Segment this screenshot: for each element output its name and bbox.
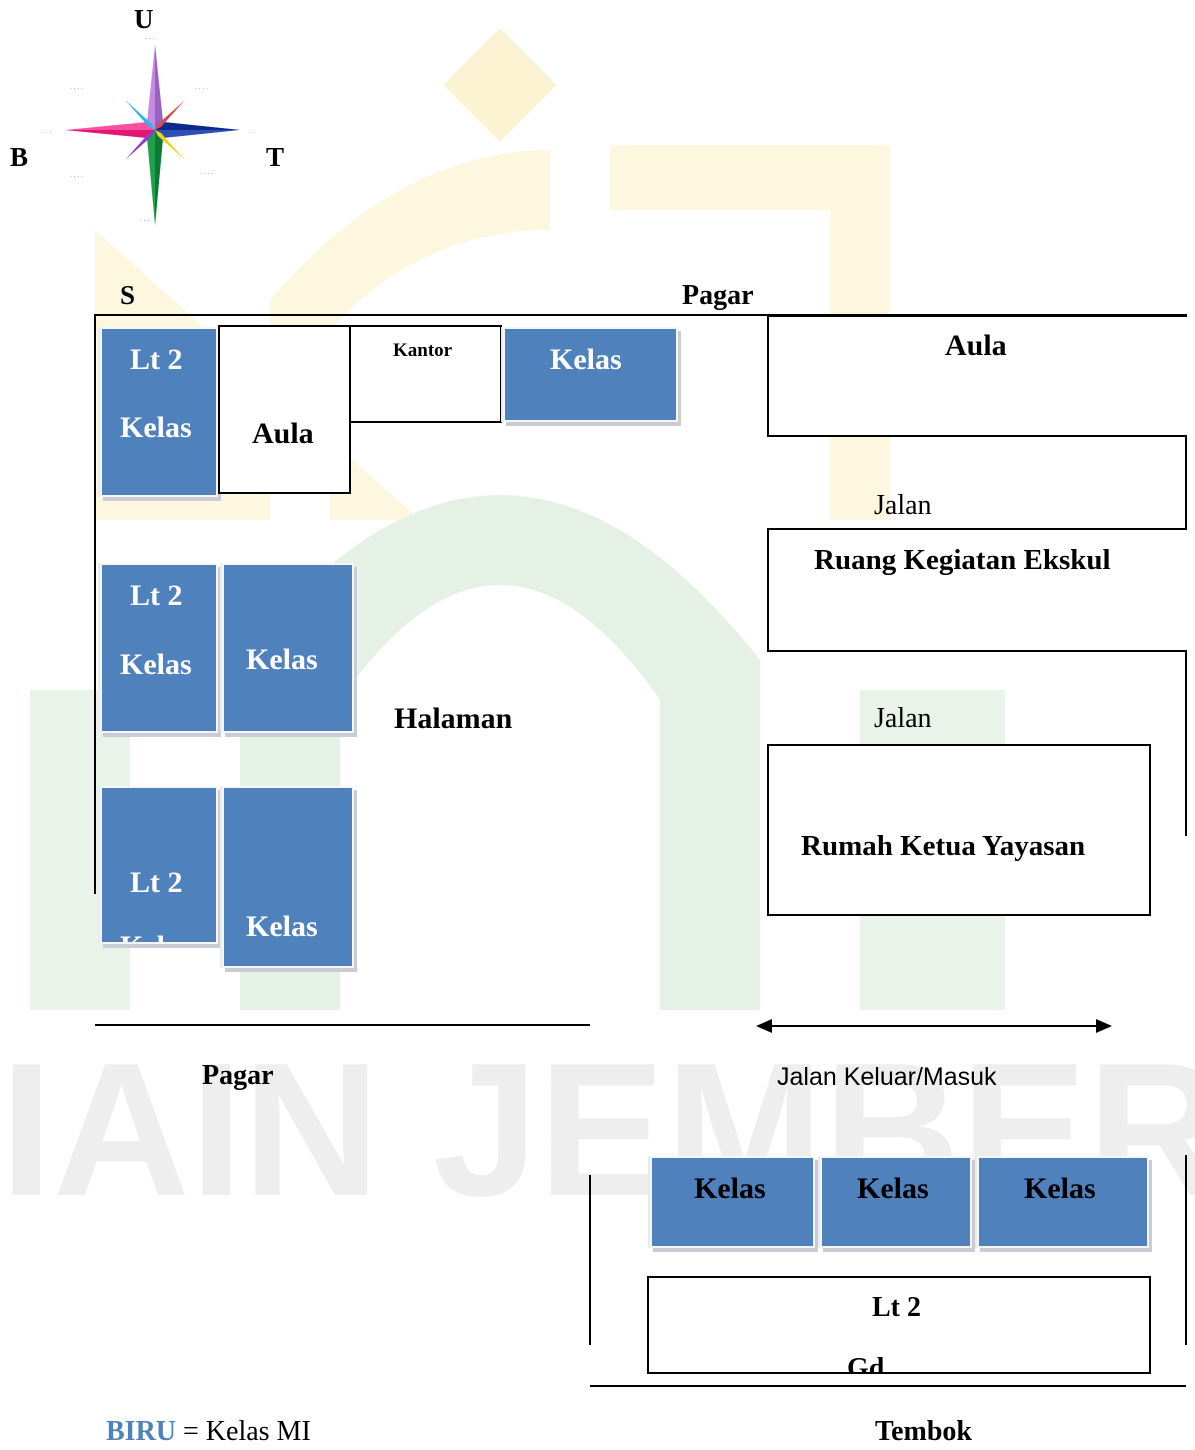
jalan-label-1: Jalan	[874, 490, 932, 521]
tembok-line	[590, 1385, 1186, 1387]
svg-text:· · · ·: · · · ·	[70, 86, 83, 92]
lt2-gedung-bottom: Lt 2 Gd	[647, 1276, 1151, 1374]
svg-text:· · ·: · · ·	[145, 36, 154, 42]
svg-text:· · ·: · · ·	[140, 218, 149, 224]
kantor-label: Kantor	[393, 340, 453, 361]
room-floor-label: Lt 2	[130, 866, 183, 899]
aula-left-label: Aula	[252, 417, 314, 450]
jalan-label-2: Jalan	[874, 703, 932, 734]
compass-rose-icon: · · · · · · · · · · · · · · · · · · · · …	[42, 36, 256, 225]
halaman-label: Halaman	[394, 702, 513, 735]
room-kelas-label: Kelas	[1024, 1172, 1096, 1205]
lt2-bottom-label: Lt 2	[872, 1292, 921, 1323]
room-kelas-bottom-3: Kelas	[977, 1156, 1149, 1248]
svg-text:· · · ·: · · · ·	[200, 171, 213, 177]
aula-right: Aula	[767, 315, 1187, 437]
left-wall-line	[94, 314, 96, 894]
svg-text:· · ·: · · ·	[42, 130, 51, 136]
bottom-left-wall	[589, 1175, 591, 1345]
bottom-right-wall	[1185, 1155, 1187, 1345]
ruang-ekskul: Ruang Kegiatan Ekskul	[767, 528, 1187, 652]
room-kelas-label: Kelas	[694, 1172, 766, 1205]
tembok-label: Tembok	[875, 1416, 973, 1447]
room-floor-label: Lt 2	[130, 579, 183, 612]
rumah-ketua-label: Rumah Ketua Yayasan	[801, 830, 1086, 862]
room-kelas-bottom-left: Kelas	[222, 786, 354, 968]
double-arrow-icon	[756, 1019, 1112, 1033]
room-kelas-bottom-1: Kelas	[650, 1156, 815, 1248]
room-class-label: Kel	[120, 930, 165, 942]
legend: BIRU = Kelas MI	[106, 1416, 311, 1448]
fence-top-line	[95, 314, 1187, 316]
legend-key: BIRU	[106, 1416, 177, 1447]
fence-bottom-label: Pagar	[202, 1060, 274, 1091]
compass-east-label: T	[266, 142, 285, 172]
svg-text:· · · ·: · · · ·	[195, 86, 208, 92]
aula-right-label: Aula	[945, 329, 1007, 362]
room-lt2-kelas-3: Lt 2 Kel	[100, 786, 218, 944]
legend-desc: = Kelas MI	[176, 1416, 311, 1447]
room-floor-label: Lt 2	[130, 343, 183, 376]
room-kelas-label: Kelas	[550, 343, 622, 376]
room-kelas-top: Kelas	[503, 327, 678, 422]
room-lt2-kelas-2: Lt 2 Kelas	[100, 563, 218, 733]
lt2-bottom-label-2: Gd	[847, 1353, 885, 1374]
room-kelas-label: Kelas	[246, 910, 318, 943]
fence-top-label: Pagar	[682, 280, 754, 311]
ruang-ekskul-label: Ruang Kegiatan Ekskul	[814, 544, 1111, 576]
compass-north-label: U	[134, 4, 154, 34]
room-kelas-bottom-2: Kelas	[820, 1156, 972, 1248]
rumah-ketua-yayasan: Rumah Ketua Yayasan	[767, 744, 1151, 916]
svg-text:· ·: · ·	[250, 130, 256, 136]
aula-left: Aula	[218, 325, 351, 494]
room-lt2-kelas-1: Lt 2 Kelas	[100, 327, 218, 497]
kantor: Kantor	[349, 325, 502, 423]
compass-west-label: B	[10, 142, 29, 172]
svg-text:· · · ·: · · · ·	[70, 174, 83, 180]
compass-south-label: S	[120, 280, 136, 310]
fence-bottom-line	[95, 1024, 590, 1026]
room-kelas-label: Kelas	[246, 643, 318, 676]
room-class-label: Kelas	[120, 411, 192, 444]
entrance-label: Jalan Keluar/Masuk	[777, 1063, 997, 1091]
room-class-label: Kelas	[120, 648, 192, 681]
room-kelas-label: Kelas	[857, 1172, 929, 1205]
room-kelas-mid: Kelas	[222, 563, 354, 733]
